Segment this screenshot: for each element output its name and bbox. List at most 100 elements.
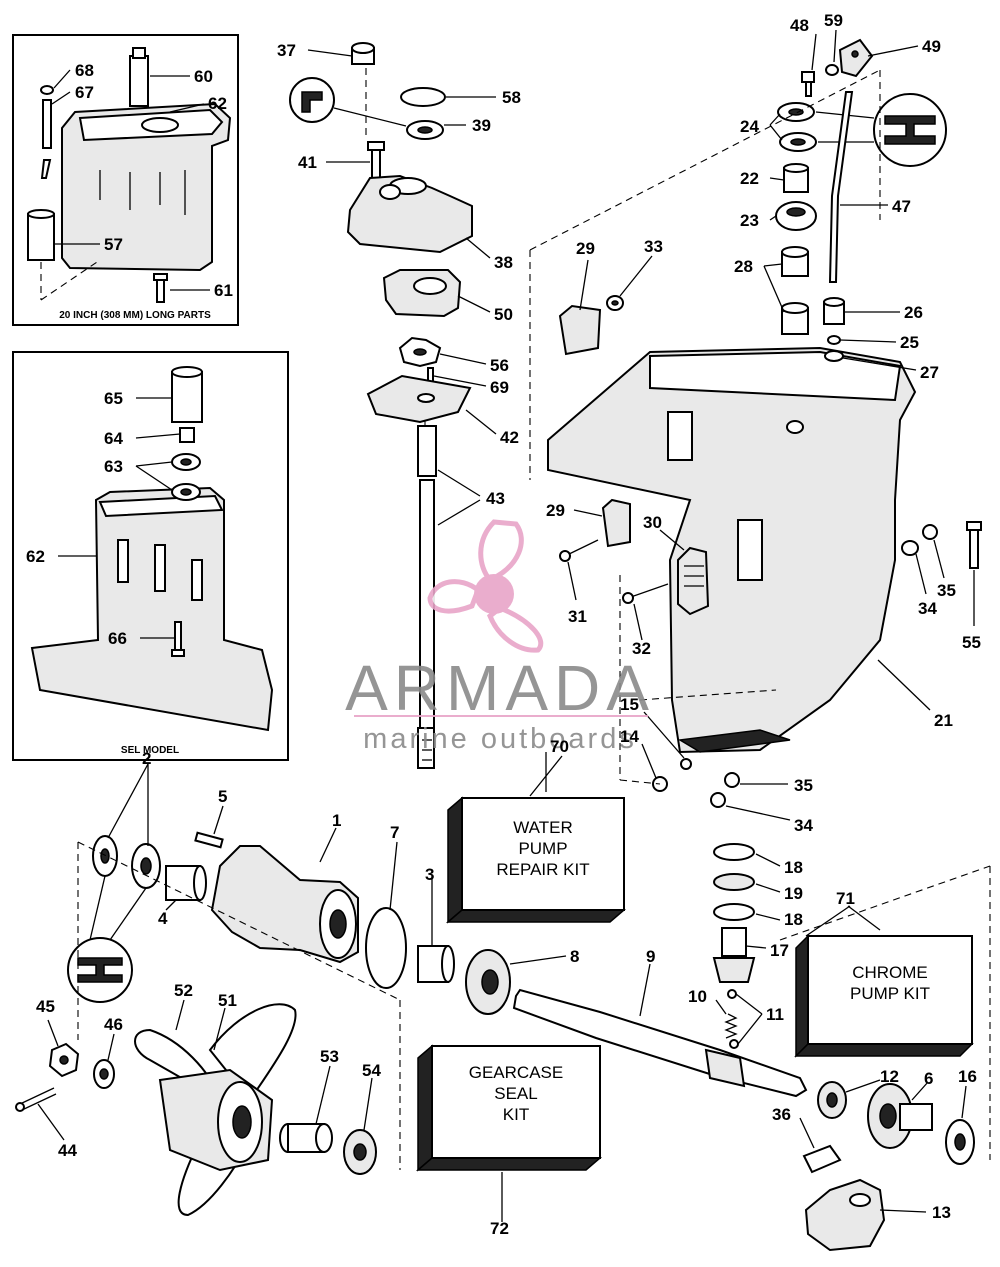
callout-label: 27: [920, 363, 939, 382]
callout-label: 48: [790, 16, 809, 35]
callout-label: 51: [218, 991, 237, 1010]
seal-39: [406, 120, 444, 140]
o-ring-7: [365, 907, 407, 989]
gearcase-21: [547, 346, 917, 754]
detail-callout-bearing: [815, 93, 947, 167]
callout-label: 52: [174, 981, 193, 1000]
driveshaft-43: [417, 425, 437, 769]
callout-label: 11: [766, 1005, 784, 1024]
gearcase-seal-kit-box: GEARCASE SEAL KIT: [415, 1044, 603, 1172]
washer-18-upper: [713, 843, 755, 861]
bearings-24: [777, 102, 817, 152]
callout-label: 25: [900, 333, 919, 352]
cotter-pin-44: [15, 1087, 57, 1112]
bearings-63: [171, 453, 201, 501]
thrust-washer-54: [343, 1129, 377, 1175]
bearing-housing-1: [210, 845, 359, 964]
callout-label: 37: [277, 41, 296, 60]
water-pump-housing-38: [346, 174, 473, 254]
spacer-26: [823, 297, 845, 325]
callout-label: 9: [646, 947, 655, 966]
lower-plugs: [652, 758, 740, 808]
plug-34-upper: [901, 540, 919, 556]
connector-49: [838, 38, 874, 78]
gear-6: [867, 1083, 933, 1149]
callout-label: 29: [546, 501, 565, 520]
callout-label: 4: [158, 909, 168, 928]
callout-label: 46: [104, 1015, 123, 1034]
inset-caption-long-parts: 20 INCH (308 MM) LONG PARTS: [59, 310, 211, 321]
bearing-housing-assembly: [67, 831, 511, 1015]
callout-label: 54: [362, 1061, 381, 1080]
screw-31: [559, 539, 599, 562]
shift-cradle-13: [804, 1178, 886, 1252]
callout-label: 32: [632, 639, 651, 658]
kit-text-seal-3: KIT: [503, 1105, 529, 1124]
callout-label: 63: [104, 457, 123, 476]
screw-5: [194, 831, 224, 849]
callout-label: 19: [784, 884, 803, 903]
callout-label: 66: [108, 629, 127, 648]
bushing-22: [783, 163, 809, 193]
tube-67: [40, 99, 52, 179]
trim-tab-30: [677, 546, 710, 616]
pinion-stack: [712, 843, 756, 983]
callout-label: 18: [784, 858, 803, 877]
callout-label: 67: [75, 83, 94, 102]
o-ring-68: [40, 85, 54, 95]
callout-label: 29: [576, 239, 595, 258]
callout-label: 71: [836, 889, 855, 908]
o-ring-25: [827, 335, 841, 345]
callout-label: 13: [932, 1203, 951, 1222]
callout-label: 62: [26, 547, 45, 566]
callout-label: 5: [218, 787, 227, 806]
bearing-16: [945, 1119, 975, 1165]
screw-55: [966, 521, 982, 569]
clutch-12: [817, 1081, 847, 1119]
shift-rod-stack: [775, 38, 947, 362]
watermark-tagline: marine outboards: [363, 723, 637, 755]
callout-label: 49: [922, 37, 941, 56]
kit-text-seal-2: SEAL: [494, 1084, 537, 1103]
inset-caption-sel-model: SEL MODEL: [121, 745, 179, 756]
spacer-46: [93, 1059, 115, 1089]
callout-label: 17: [770, 941, 789, 960]
callout-label: 64: [104, 429, 123, 448]
plate-29-lower: [601, 498, 631, 548]
callout-label: 43: [486, 489, 505, 508]
callout-labels: 68 67 60 62 57 61 65 64 63 62 66 37 58 3…: [26, 11, 981, 1238]
callout-label: 35: [794, 776, 813, 795]
callout-label: 57: [104, 235, 123, 254]
nut-45: [48, 1042, 80, 1078]
callout-label: 45: [36, 997, 55, 1016]
callout-label: 10: [688, 987, 707, 1006]
callout-label: 61: [214, 281, 233, 300]
callout-label: 53: [320, 1047, 339, 1066]
callout-label: 68: [75, 61, 94, 80]
callout-label: 60: [194, 67, 213, 86]
impeller-56: [398, 336, 442, 368]
callout-label: 47: [892, 197, 911, 216]
propeller-51: [134, 1003, 297, 1217]
callout-label: 44: [58, 1141, 77, 1160]
callout-label: 30: [643, 513, 662, 532]
callout-label: 58: [502, 88, 521, 107]
callout-label: 72: [490, 1219, 509, 1238]
o-ring-58: [400, 87, 446, 107]
washer-18-lower: [713, 903, 755, 921]
callout-label: 56: [490, 356, 509, 375]
callout-label: 33: [644, 237, 663, 256]
water-pump-repair-kit-box: WATER PUMP REPAIR KIT: [445, 796, 627, 924]
callout-label: 3: [425, 865, 434, 884]
callout-label: 39: [472, 116, 491, 135]
washer-15: [680, 758, 692, 770]
propeller-assembly: [15, 1003, 377, 1217]
kit-text-seal-1: GEARCASE: [469, 1063, 563, 1082]
watermark-brand: ARMADA: [345, 652, 655, 724]
seal-23: [775, 201, 817, 231]
plate-29-top: [558, 304, 602, 356]
callout-label: 26: [904, 303, 923, 322]
kit-text-water-2: PUMP: [518, 839, 567, 858]
kit-text-chrome-2: PUMP KIT: [850, 984, 930, 1003]
